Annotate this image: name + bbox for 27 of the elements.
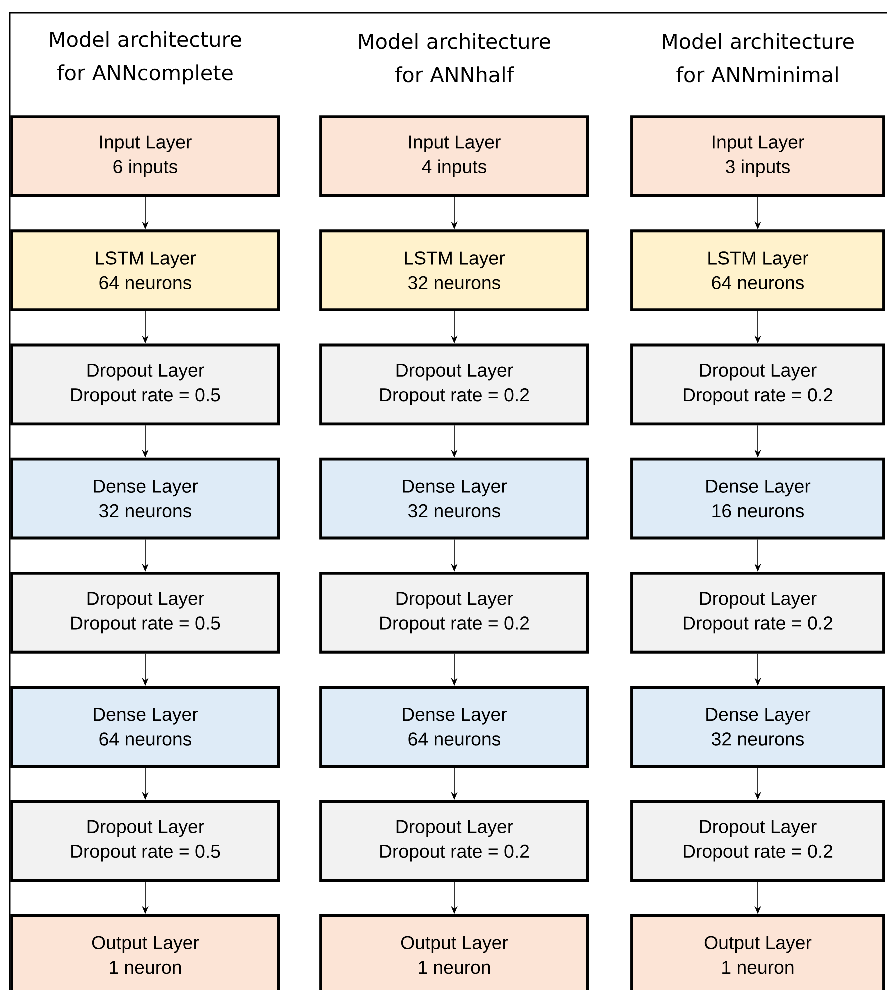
layer-box: Dropout Layer Dropout rate = 0.2 [320, 800, 590, 882]
layer-box: LSTM Layer 64 neurons [630, 230, 886, 312]
layer-box: Input Layer 4 inputs [320, 116, 590, 198]
layer-box: Input Layer 3 inputs [630, 116, 886, 198]
layer-box: Dropout Layer Dropout rate = 0.5 [10, 344, 280, 426]
layer-box: Dropout Layer Dropout rate = 0.2 [630, 572, 886, 654]
column-heading: Model architecture for ANNhalf [360, 33, 550, 83]
layer-box: Dropout Layer Dropout rate = 0.2 [630, 800, 886, 882]
layer-box: Dropout Layer Dropout rate = 0.2 [320, 344, 590, 426]
layer-box: Output Layer 1 neuron [320, 914, 590, 990]
layer-box: Output Layer 1 neuron [630, 914, 886, 990]
layer-box: Dense Layer 64 neurons [320, 686, 590, 768]
layer-box: Dense Layer 16 neurons [630, 458, 886, 540]
layer-box: Dropout Layer Dropout rate = 0.2 [320, 572, 590, 654]
layer-box: Dense Layer 64 neurons [10, 686, 280, 768]
layer-box: Dropout Layer Dropout rate = 0.5 [10, 800, 280, 882]
layer-box: Dropout Layer Dropout rate = 0.5 [10, 572, 280, 654]
layer-box: Dense Layer 32 neurons [320, 458, 590, 540]
layer-box: Output Layer 1 neuron [10, 914, 280, 990]
layer-box: Input Layer 6 inputs [10, 116, 280, 198]
layer-box: Dropout Layer Dropout rate = 0.2 [630, 344, 886, 426]
layer-box: Dense Layer 32 neurons [10, 458, 280, 540]
layer-box: LSTM Layer 32 neurons [320, 230, 590, 312]
layer-box: Dense Layer 32 neurons [630, 686, 886, 768]
column-heading: Model architecture for ANNcomplete [50, 31, 242, 85]
column-heading: Model architecture for ANNminimal [663, 33, 854, 83]
layer-box: LSTM Layer 64 neurons [10, 230, 280, 312]
